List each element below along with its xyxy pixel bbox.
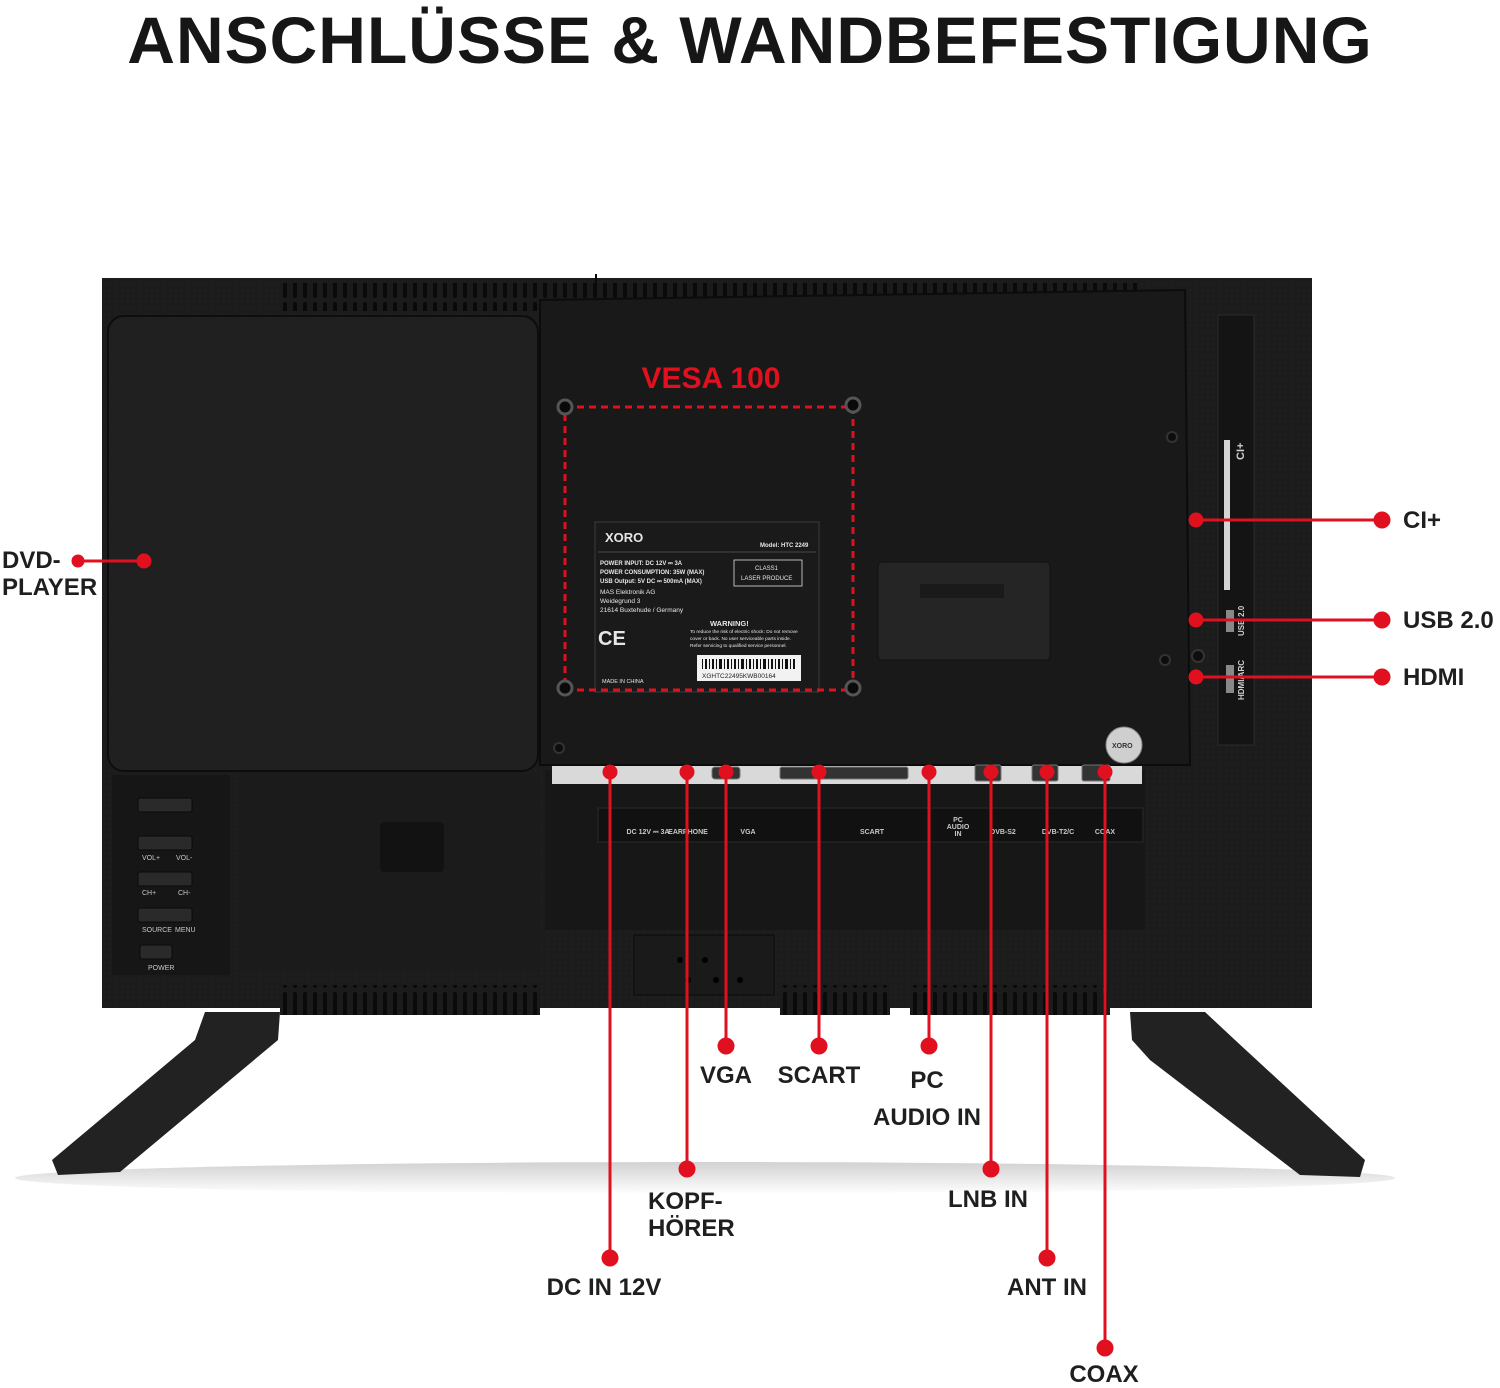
- floor-shadow: [15, 1162, 1395, 1194]
- svg-text:WARNING!: WARNING!: [710, 619, 749, 628]
- bottom-vents-right: [910, 985, 1110, 1015]
- page-title: ANSCHLÜSSE & WANDBEFESTIGUNG: [127, 3, 1373, 77]
- ci-slot: [1224, 440, 1230, 590]
- io-recess: [545, 770, 1145, 930]
- svg-text:Weidegrund 3: Weidegrund 3: [600, 598, 641, 605]
- vesa-rectangle: [563, 405, 855, 692]
- btn-label-ch-plus: CH+: [142, 890, 156, 897]
- callout-usb: USB 2.0: [1403, 607, 1494, 634]
- bottom-vents-left: [280, 985, 540, 1015]
- vesa-mount: VESA 100: [556, 362, 862, 697]
- svg-text:USB Output: 5V DC ⎓ 500mA (MAX: USB Output: 5V DC ⎓ 500mA (MAX): [600, 579, 702, 585]
- port-label-scart: SCART: [860, 829, 885, 836]
- lower-back: [240, 775, 540, 970]
- callout-dvd-player: DVD- PLAYER: [2, 547, 98, 601]
- stand-right-foot: [1130, 1012, 1365, 1177]
- callout-scart: SCART: [777, 1062, 861, 1089]
- port-label-dvbs2: DVB-S2: [990, 829, 1016, 836]
- side-label-ci: CI+: [1235, 443, 1247, 460]
- callout-hdmi: HDMI: [1403, 664, 1465, 691]
- svg-text:MADE IN CHINA: MADE IN CHINA: [602, 679, 644, 685]
- stand-neck: [633, 934, 775, 996]
- btn-label-menu: MENU: [175, 927, 196, 934]
- callout-pc-audio: PC AUDIO IN: [873, 1067, 981, 1131]
- callout-lnb: LNB IN: [948, 1186, 1028, 1213]
- svg-text:XORO: XORO: [1112, 743, 1133, 750]
- svg-text:Refer servicing to qualified s: Refer servicing to qualified service per…: [690, 643, 787, 649]
- callout-lines: [71, 511, 1391, 1357]
- vesa-screw-holes: [556, 396, 862, 697]
- side-buttons: [137, 797, 193, 960]
- callout-ant-in: ANT IN: [1007, 1274, 1087, 1301]
- side-label-hdmi: HDMI/ARC: [1237, 660, 1246, 700]
- svg-text:Model: HTC 2249: Model: HTC 2249: [760, 543, 809, 549]
- warning-plate: [877, 561, 1051, 661]
- btn-label-ch-minus: CH-: [178, 890, 191, 897]
- callout-vga: VGA: [699, 1062, 753, 1089]
- stand-left-foot: [52, 1012, 280, 1175]
- side-io-bezel: [1217, 314, 1255, 746]
- dvd-player-cover: [107, 315, 539, 772]
- svg-text:To reduce the risk of electric: To reduce the risk of electric shock: Do…: [690, 629, 798, 635]
- svg-text:MAS Elektronik AG: MAS Elektronik AG: [600, 589, 655, 596]
- btn-label-power: POWER: [148, 965, 174, 972]
- svg-text:XORO: XORO: [605, 530, 643, 545]
- btn-label-vol-minus: VOL-: [176, 855, 193, 862]
- vesa-label: VESA 100: [642, 362, 781, 395]
- callout-kopfhoerer: KOPF- HÖRER: [648, 1188, 735, 1242]
- io-label-bar: [597, 807, 1144, 843]
- rating-label: XORO Model: HTC 2249 POWER INPUT: DC 12V…: [594, 521, 820, 693]
- port-label-dvbt2c: DVB-T2/C: [1042, 829, 1074, 836]
- svg-text:POWER INPUT: DC 12V ⎓ 3A: POWER INPUT: DC 12V ⎓ 3A: [600, 561, 683, 567]
- callout-ci: CI+: [1403, 507, 1442, 534]
- xoro-badge: [1105, 726, 1143, 764]
- port-label-vga: VGA: [740, 829, 755, 836]
- svg-text:CE: CE: [598, 628, 626, 650]
- svg-text:cover or back. No user service: cover or back. No user serviceable parts…: [690, 636, 791, 642]
- lower-bump: [380, 822, 444, 872]
- btn-label-source: SOURCE: [142, 927, 172, 934]
- svg-text:POWER CONSUMPTION: 35W (MAX): POWER CONSUMPTION: 35W (MAX): [600, 570, 704, 576]
- bottom-vents-mid: [780, 985, 890, 1015]
- callout-coax: COAX: [1069, 1361, 1139, 1388]
- port-label-dc: DC 12V ⎓ 3A: [627, 829, 670, 836]
- callout-dc-in: DC IN 12V: [546, 1274, 662, 1301]
- svg-text:LASER PRODUCE: LASER PRODUCE: [741, 576, 792, 582]
- btn-label-vol-plus: VOL+: [142, 855, 160, 862]
- svg-text:CLASS1: CLASS1: [755, 566, 779, 572]
- svg-text:XGHTC22495KWB00164: XGHTC22495KWB00164: [702, 673, 776, 680]
- svg-text:21614 Buxtehude / Germany: 21614 Buxtehude / Germany: [600, 607, 684, 614]
- hdmi-port: [1226, 665, 1234, 693]
